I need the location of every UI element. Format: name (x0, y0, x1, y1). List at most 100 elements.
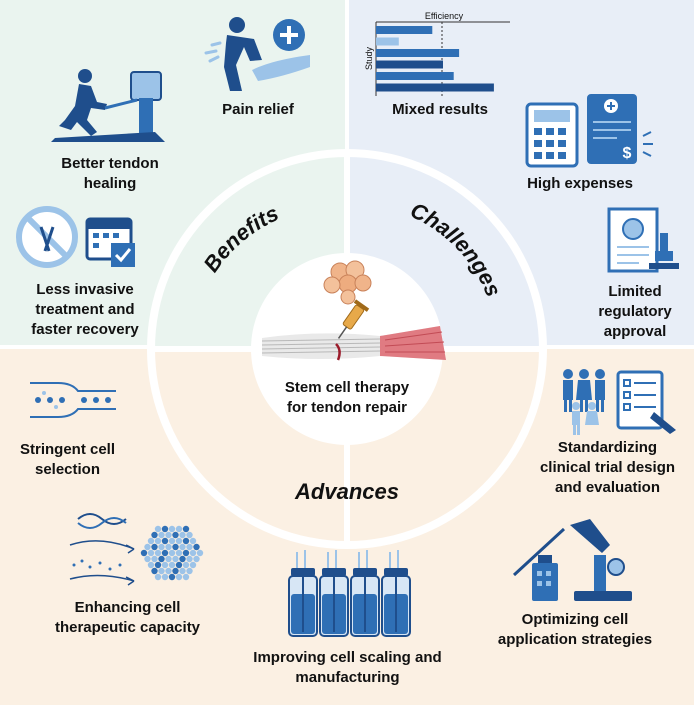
syringe-icon (337, 299, 370, 339)
advances-title: Advances (294, 479, 399, 504)
cell-dot (154, 573, 162, 581)
less-invasive-label-line1: Less invasive (36, 281, 134, 298)
cell-dot (151, 555, 158, 563)
stringent-selection-label-line1: Stringent cell (19, 441, 116, 458)
cell-dot (154, 561, 162, 569)
cell-dot (182, 561, 190, 569)
cell-enhancement-icon (69, 513, 204, 586)
cell-dot (186, 543, 193, 551)
mini-chart-ylabel: Study (364, 46, 374, 70)
cell-dot (179, 567, 186, 575)
cell-dot (168, 537, 176, 545)
cell-dot (179, 555, 186, 563)
mini-chart-bar (376, 37, 399, 46)
cell-dot (161, 549, 169, 557)
bioreactor-vessel (381, 550, 411, 637)
mixed-results-label: Mixed results (392, 101, 488, 118)
regulatory-label-line1: Limited (608, 283, 662, 300)
cell-dot (182, 573, 190, 581)
cell-dot (168, 561, 176, 569)
cell-dot (144, 543, 151, 551)
capacity-label-line2: therapeutic capacity (54, 619, 201, 636)
cell-dot (140, 549, 148, 557)
optimizing-label-line2: application strategies (497, 631, 653, 648)
calculator-bill-icon: $ (525, 94, 653, 168)
clinical-trial-icon (563, 369, 676, 435)
cell-dot (161, 525, 169, 533)
standardizing-label-line1: Standardizing (557, 439, 658, 456)
mini-chart-bar (376, 49, 460, 57)
cell-dot (172, 555, 179, 563)
standardizing-label-line3: and evaluation (554, 479, 661, 496)
mini-chart-bar (376, 83, 494, 92)
cell-dot (154, 537, 162, 545)
cell-dot (189, 549, 197, 557)
cell-dot (165, 531, 172, 539)
cell-dot (172, 531, 179, 539)
cell-dot (158, 567, 165, 575)
cell-dot (182, 525, 190, 533)
tendon-icon (261, 326, 446, 361)
cell-dot (175, 537, 183, 545)
stringent-selection-label-line2: selection (34, 461, 101, 478)
cell-dot (182, 537, 190, 545)
cell-dot (175, 573, 183, 581)
cell-dot (179, 543, 186, 551)
better-healing-label-line2: healing (83, 175, 137, 192)
regulatory-label-line3: approval (603, 323, 667, 340)
cell-filter-icon (30, 382, 116, 418)
cell-dot (175, 561, 183, 569)
mini-chart-bar (376, 60, 443, 69)
cell-dot (172, 567, 179, 575)
mini-chart-bar (376, 72, 454, 80)
cell-dot (158, 531, 165, 539)
cell-dot (151, 543, 158, 551)
cell-dot (161, 537, 169, 545)
less-invasive-label-line3: faster recovery (31, 321, 139, 338)
scaling-label-line1: Improving cell scaling and (253, 649, 442, 666)
cell-dot (154, 525, 162, 533)
mini-chart-xlabel: Efficiency (425, 11, 464, 21)
high-expenses-label: High expenses (527, 175, 633, 192)
cell-dot (144, 555, 151, 563)
cell-dot (165, 567, 172, 575)
cell-dot (147, 549, 155, 557)
mini-chart-bar (376, 26, 433, 34)
pain-relief-label: Pain relief (222, 101, 294, 118)
cell-dot (189, 561, 197, 569)
microscope-pipette-icon (512, 519, 632, 601)
bioreactor-vessel (350, 550, 380, 637)
cell-dot (168, 525, 176, 533)
cell-dot (193, 543, 200, 551)
cell-dot (158, 555, 165, 563)
cell-dot (147, 537, 155, 545)
treadmill-runner-icon (51, 69, 165, 142)
cell-dot (154, 549, 162, 557)
less-invasive-label-line2: treatment and (35, 301, 135, 318)
scaling-label-line2: manufacturing (295, 669, 400, 686)
bioreactor-icon (288, 550, 411, 637)
certificate-stamp-icon (607, 207, 679, 273)
capacity-label-line1: Enhancing cell (74, 599, 181, 616)
cell-dot (186, 567, 193, 575)
cell-dot (151, 567, 158, 575)
cell-dot (168, 549, 176, 557)
standardizing-label-line2: clinical trial design (539, 459, 676, 476)
cell-dot (165, 555, 172, 563)
pain-relief-icon (204, 17, 310, 91)
cell-dot (186, 555, 193, 563)
optimizing-label-line1: Optimizing cell (521, 611, 629, 628)
cell-dot (179, 531, 186, 539)
regulatory-label-line2: regulatory (598, 303, 672, 320)
svg-text:$: $ (623, 145, 632, 162)
cell-dot (175, 525, 183, 533)
cell-dot (161, 573, 169, 581)
cell-dot (196, 549, 204, 557)
center-title-line1: Stem cell therapy (285, 379, 410, 396)
cell-dot (168, 573, 176, 581)
stem-cell-cluster-icon (323, 260, 372, 305)
cell-dot (175, 549, 183, 557)
bioreactor-vessel (319, 550, 349, 637)
